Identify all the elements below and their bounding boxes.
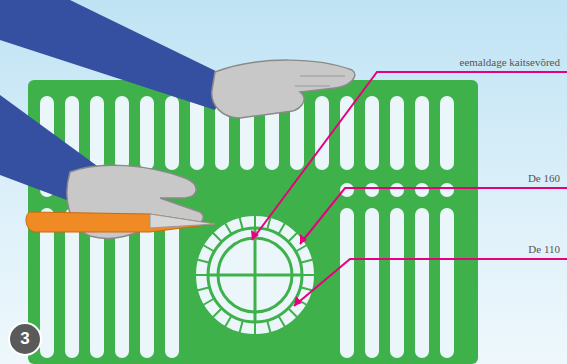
callout-label: De 110: [528, 243, 560, 255]
callout-label: eemaldage kaitsevõred: [460, 56, 560, 68]
lower-arm: [0, 95, 215, 238]
step-number: 3: [20, 329, 29, 349]
step-badge: 3: [8, 322, 42, 356]
leader-line: [300, 188, 567, 244]
callout-label: De 160: [528, 172, 560, 184]
leader-line: [294, 259, 567, 306]
knockout-disc: [195, 215, 315, 335]
leader-line: [252, 72, 567, 240]
upper-arm: [0, 0, 355, 118]
